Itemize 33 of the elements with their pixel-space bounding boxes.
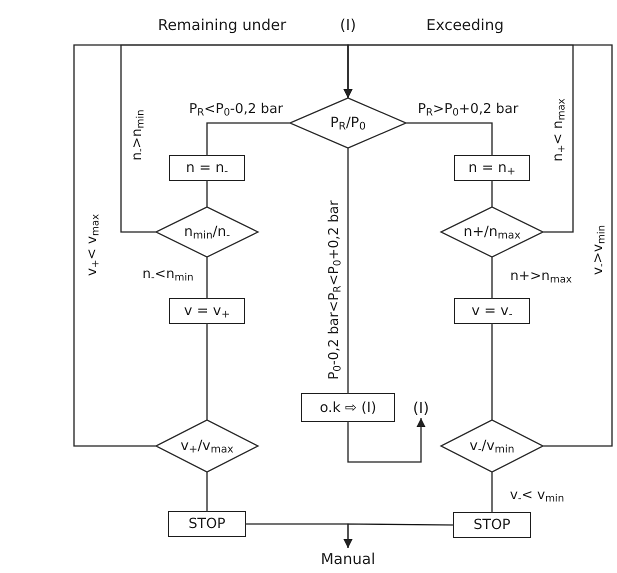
connector-line	[491, 324, 493, 420]
arrow	[344, 523, 453, 548]
arrow	[347, 418, 426, 463]
connector-line	[206, 181, 208, 207]
decision-diamond: v$_{-}$/v$_{min}$	[441, 420, 543, 472]
connector-line	[491, 257, 493, 298]
edge-label: P$_{R}$<P$_{0}$-0,2 bar	[188, 101, 284, 117]
flow-text: (I)	[408, 398, 434, 418]
decision-diamond: v$_{+}$/v$_{max}$	[156, 420, 258, 472]
decision-diamond: n$_{min}$/n$_{-}$	[156, 207, 258, 257]
process-box: STOP	[168, 511, 246, 537]
connector-line	[406, 122, 493, 155]
edge-label: P$_{R}$>P$_{0}$+0,2 bar	[416, 101, 520, 117]
decision-diamond: P$_{R}$/P$_{0}$	[290, 98, 406, 148]
decision-diamond: n+/n$_{max}$	[441, 207, 543, 257]
process-box: n = n$_{-}$	[169, 155, 245, 181]
flow-label: (I)	[340, 16, 356, 34]
process-box: STOP	[453, 512, 531, 538]
connector-line	[347, 148, 349, 393]
flow-text: Manual	[318, 548, 378, 570]
arrow	[344, 44, 613, 447]
connector-line	[206, 122, 290, 155]
process-box: v = v$_{-}$	[454, 298, 530, 324]
process-box: v = v$_{+}$	[169, 298, 245, 324]
connector-line	[491, 472, 493, 512]
flow-label: Exceeding	[426, 16, 504, 34]
connector-line	[206, 324, 208, 420]
connector-line	[206, 472, 208, 511]
connector-line	[206, 257, 208, 298]
process-box: o.k ⇨ (I)	[301, 393, 395, 422]
flow-label: Remaining under	[158, 16, 286, 34]
connector-line	[491, 181, 493, 207]
process-box: n = n$_{+}$	[454, 155, 530, 181]
